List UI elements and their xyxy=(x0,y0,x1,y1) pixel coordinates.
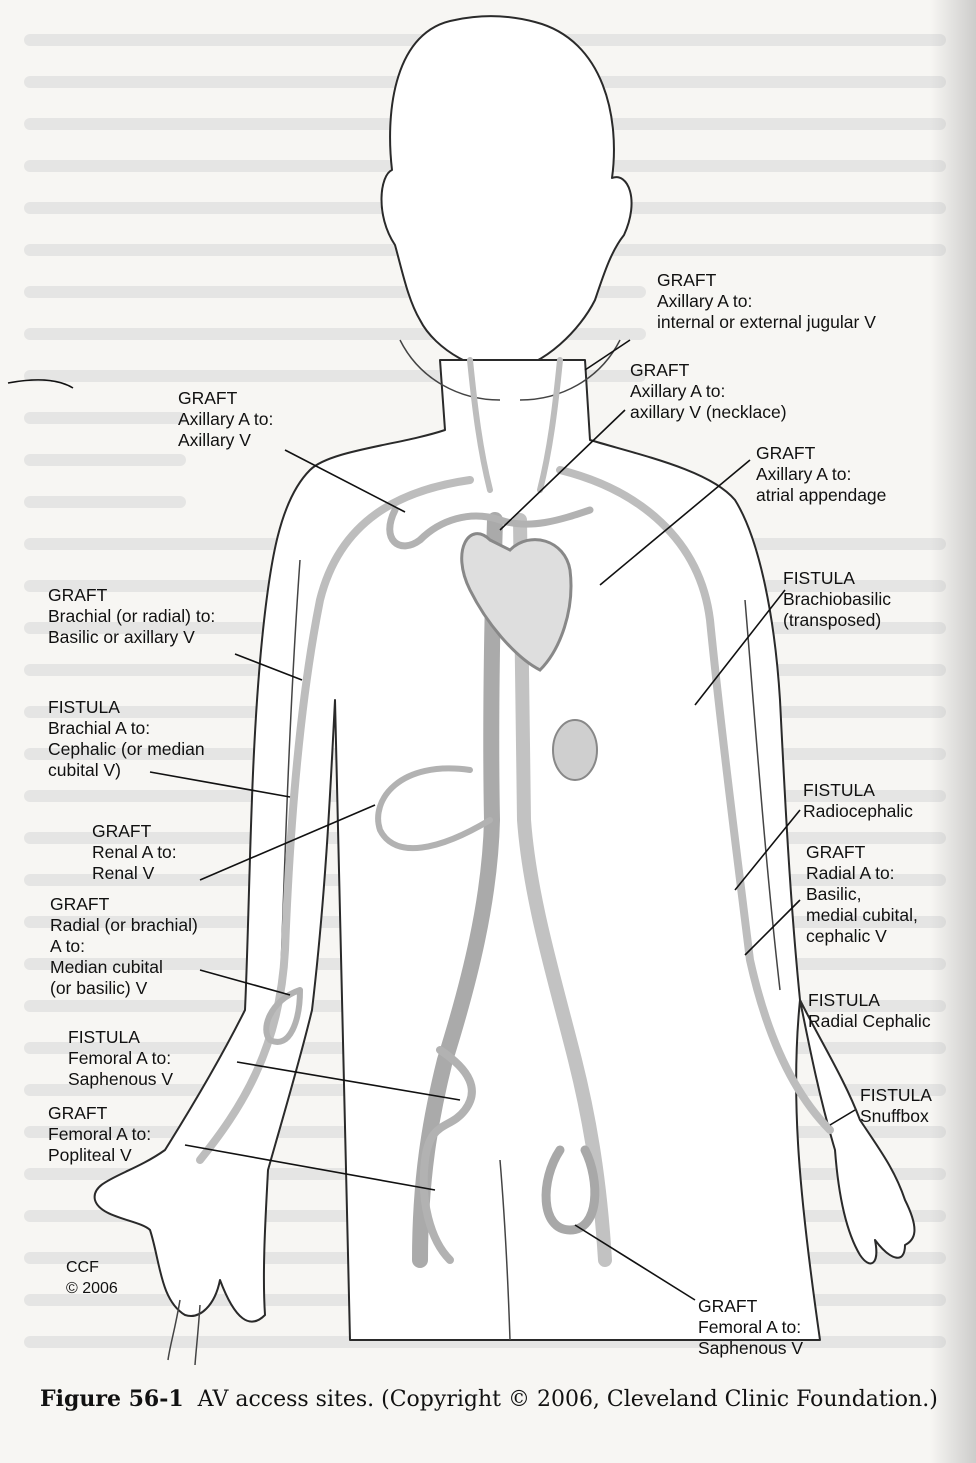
figure-caption: Figure 56-1 AV access sites. (Copyright ©… xyxy=(40,1384,960,1415)
label-graft-radial-basilic: GRAFT Radial A to: Basilic, medial cubit… xyxy=(806,842,918,947)
label-fistula-brachiobasilic: FISTULA Brachiobasilic (transposed) xyxy=(783,568,891,631)
label-graft-radial-median: GRAFT Radial (or brachial) A to: Median … xyxy=(50,894,198,999)
label-copyright: CCF © 2006 xyxy=(66,1257,118,1299)
label-graft-brachial-basilic: GRAFT Brachial (or radial) to: Basilic o… xyxy=(48,585,215,648)
kidney-shape xyxy=(553,720,597,780)
label-fistula-radiocephalic: FISTULA Radiocephalic xyxy=(803,780,913,822)
label-fistula-snuffbox: FISTULA Snuffbox xyxy=(860,1085,932,1127)
figure-number: Figure 56-1 xyxy=(40,1386,184,1412)
label-graft-axillary-necklace: GRAFT Axillary A to: axillary V (necklac… xyxy=(630,360,787,423)
label-graft-axillary-jugular: GRAFT Axillary A to: internal or externa… xyxy=(657,270,876,333)
caption-text: AV access sites. (Copyright © 2006, Clev… xyxy=(198,1387,938,1412)
label-fistula-brachial-cephalic: FISTULA Brachial A to: Cephalic (or medi… xyxy=(48,697,205,781)
label-graft-axillary-axillary: GRAFT Axillary A to: Axillary V xyxy=(178,388,273,451)
label-graft-femoral-saphenous: GRAFT Femoral A to: Saphenous V xyxy=(698,1296,803,1359)
label-fistula-femoral-saphenous: FISTULA Femoral A to: Saphenous V xyxy=(68,1027,173,1090)
label-graft-axillary-atrial: GRAFT Axillary A to: atrial appendage xyxy=(756,443,886,506)
label-graft-renal: GRAFT Renal A to: Renal V xyxy=(92,821,177,884)
label-fistula-radial-cephalic: FISTULA Radial Cephalic xyxy=(808,990,931,1032)
label-graft-femoral-popliteal: GRAFT Femoral A to: Popliteal V xyxy=(48,1103,151,1166)
